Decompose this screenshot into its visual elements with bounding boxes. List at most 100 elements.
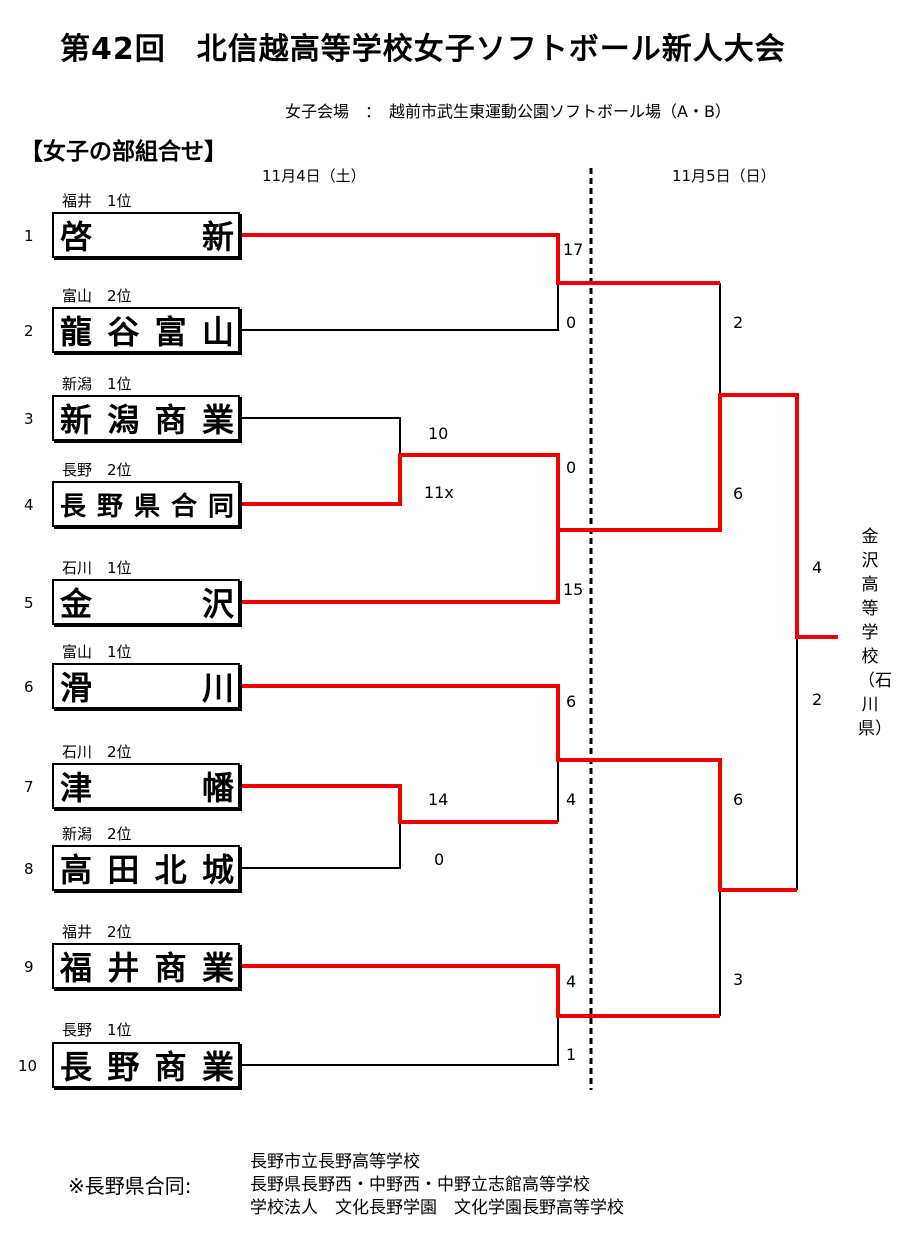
team-seed-2: 2 — [24, 322, 34, 340]
note-line-2: 長野県長野西・中野西・中野立志館高等学校 — [250, 1175, 590, 1195]
team-char: 長 — [60, 1048, 93, 1086]
team-char: 富 — [154, 313, 187, 351]
note-label: ※長野県合同: — [68, 1174, 192, 1198]
team-seed-4: 4 — [24, 496, 34, 514]
team-pref-6: 富山 1位 — [62, 643, 132, 661]
score-m3-bottom: 4 — [566, 790, 577, 809]
venue-text: 女子会場 ： 越前市武生東運動公園ソフトボール場（A・B） — [285, 102, 731, 121]
team-seed-3: 3 — [24, 410, 34, 428]
team-box-takada-kita: 高田北城 — [52, 845, 240, 891]
score-m2-bottom: 15 — [563, 580, 584, 599]
team-seed-9: 9 — [24, 958, 34, 976]
team-box-niigata-shogyo: 新潟商業 — [52, 395, 240, 441]
team-char: 沢 — [201, 585, 234, 623]
score-sf2-bottom: 3 — [733, 970, 744, 989]
champion-label: 金沢高等学校（石川県） — [858, 527, 892, 739]
score-m4-top: 4 — [566, 972, 577, 991]
winner-path-namerikawa — [242, 684, 797, 892]
score-final-bottom: 2 — [812, 690, 823, 709]
team-box-fukui-shogyo: 福井商業 — [52, 943, 240, 989]
team-char: 同 — [207, 491, 234, 522]
team-pref-5: 石川 1位 — [62, 559, 132, 577]
team-char: 幡 — [201, 769, 234, 807]
team-char: 新 — [201, 218, 234, 256]
score-r1b-bottom: 0 — [434, 850, 445, 869]
section-title: 【女子の部組合せ】 — [20, 139, 227, 165]
team-char: 田 — [107, 851, 140, 889]
team-char: 長 — [60, 491, 87, 522]
team-seed-5: 5 — [24, 594, 34, 612]
team-seed-7: 7 — [24, 778, 34, 796]
team-char: 滑 — [60, 669, 93, 707]
team-char: 商 — [154, 949, 187, 987]
team-char: 業 — [201, 1048, 234, 1086]
team-seed-10: 10 — [18, 1057, 38, 1075]
score-m1-top: 17 — [563, 240, 584, 259]
team-char: 業 — [201, 401, 234, 439]
team-pref-2: 富山 2位 — [62, 287, 132, 305]
score-r1a-bottom: 11x — [424, 483, 454, 502]
team-char: 合 — [170, 491, 197, 522]
team-char: 北 — [154, 851, 187, 889]
team-box-keishin: 啓新 — [52, 212, 240, 258]
score-sf1-top: 2 — [733, 313, 744, 332]
score-r1b-top: 14 — [428, 790, 449, 809]
bracket-line-team10 — [242, 1016, 559, 1066]
score-final-top: 4 — [812, 558, 823, 577]
team-pref-3: 新潟 1位 — [62, 375, 132, 393]
team-char: 井 — [107, 949, 140, 987]
score-m1-bottom: 0 — [566, 313, 577, 332]
score-m4-bottom: 1 — [566, 1045, 577, 1064]
winner-path-fukui-shogyo — [242, 964, 720, 1018]
team-char: 龍 — [60, 313, 93, 351]
team-pref-8: 新潟 2位 — [62, 825, 132, 843]
team-box-namerikawa: 滑川 — [52, 663, 240, 709]
team-pref-4: 長野 2位 — [62, 461, 132, 479]
bracket-line-team8 — [242, 822, 401, 869]
team-box-nagano-godo: 長野県合同 — [52, 481, 240, 527]
team-char: 高 — [60, 851, 93, 889]
team-char: 津 — [60, 769, 93, 807]
team-char: 業 — [201, 949, 234, 987]
team-char: 谷 — [107, 313, 140, 351]
team-char: 福 — [60, 949, 93, 987]
note-line-1: 長野市立長野高等学校 — [250, 1152, 420, 1172]
team-char: 商 — [154, 401, 187, 439]
team-seed-6: 6 — [24, 678, 34, 696]
winner-path-kanazawa — [242, 393, 838, 639]
team-char: 野 — [107, 1048, 140, 1086]
score-sf2-top: 6 — [733, 790, 744, 809]
team-pref-9: 福井 2位 — [62, 923, 132, 941]
day1-label: 11月4日（土） — [262, 167, 366, 185]
team-seed-8: 8 — [24, 860, 34, 878]
bracket-line-team3 — [242, 417, 401, 455]
team-pref-1: 福井 1位 — [62, 192, 132, 210]
winner-path-nagano-godo — [242, 453, 560, 530]
score-r1a-top: 10 — [428, 424, 449, 443]
team-char: 新 — [60, 401, 93, 439]
score-m2-top: 0 — [566, 458, 577, 477]
day2-label: 11月5日（日） — [672, 167, 776, 185]
team-char: 県 — [133, 491, 160, 522]
team-char: 川 — [201, 669, 234, 707]
winner-path-keishin — [242, 233, 720, 285]
team-char: 商 — [154, 1048, 187, 1086]
team-char: 城 — [201, 851, 234, 889]
team-box-ryukoku-toyama: 龍谷富山 — [52, 307, 240, 353]
team-char: 啓 — [60, 218, 93, 256]
page-title: 第42回 北信越高等学校女子ソフトボール新人大会 — [60, 32, 786, 67]
team-box-kanazawa: 金沢 — [52, 579, 240, 625]
team-box-nagano-shogyo: 長野商業 — [52, 1042, 240, 1088]
team-seed-1: 1 — [24, 227, 34, 245]
bracket-line-team2 — [242, 283, 559, 331]
team-char: 山 — [201, 313, 234, 351]
score-sf1-bottom: 6 — [733, 484, 744, 503]
note-line-3: 学校法人 文化長野学園 文化学園長野高等学校 — [250, 1198, 624, 1218]
team-char: 金 — [60, 585, 93, 623]
winner-path-tsubata — [242, 784, 558, 824]
team-pref-7: 石川 2位 — [62, 743, 132, 761]
team-char: 野 — [96, 491, 123, 522]
score-m3-top: 6 — [566, 692, 577, 711]
team-box-tsubata: 津幡 — [52, 763, 240, 809]
